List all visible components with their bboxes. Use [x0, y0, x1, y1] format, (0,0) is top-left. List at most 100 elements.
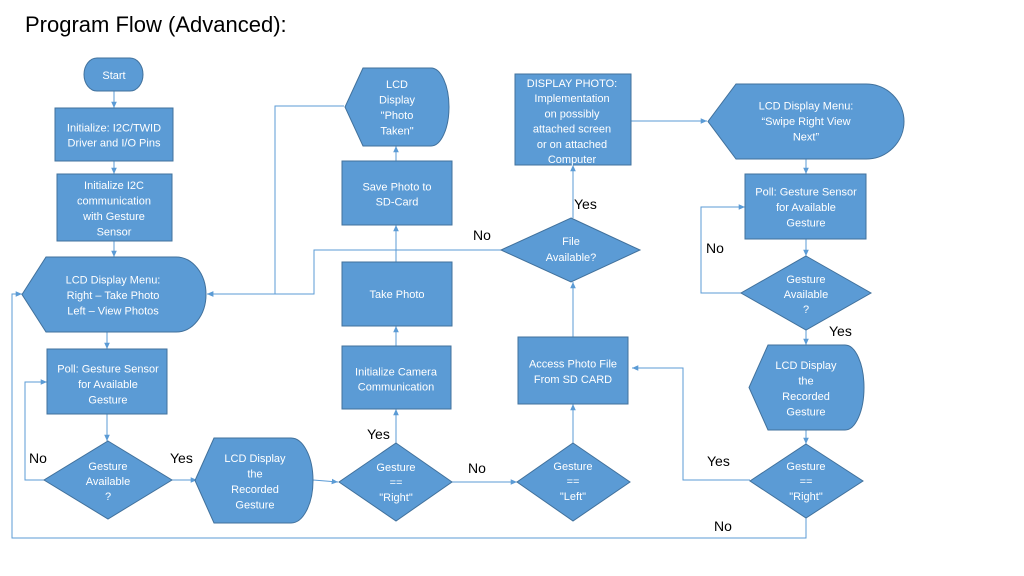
avail1-line: ?	[105, 491, 111, 503]
connectors	[11, 91, 809, 539]
right2-line: ==	[800, 476, 813, 488]
init-cam-line: Initialize Camera	[355, 367, 438, 379]
lcd-rec2-line: LCD Display	[775, 360, 837, 372]
init-comm-line: Sensor	[97, 226, 132, 238]
avail1-line: Available	[86, 476, 130, 488]
save-photo-line: SD-Card	[376, 197, 419, 209]
poll1-line: Poll: Gesture Sensor	[57, 364, 159, 376]
connector-file-no	[207, 249, 501, 297]
display-photo-line: attached screen	[533, 124, 611, 136]
init-comm-line: with Gesture	[82, 211, 145, 223]
no-avail1-label: No	[29, 450, 47, 466]
access-process	[517, 336, 629, 405]
lcd-rec2-line: Recorded	[782, 391, 830, 403]
left1-line: Gesture	[553, 461, 592, 473]
no-file-label: No	[473, 227, 491, 243]
menu1-display	[21, 256, 207, 333]
access-line: From SD CARD	[534, 374, 612, 386]
photo-taken-line: "Photo	[381, 110, 414, 122]
poll2-line: for Available	[776, 202, 836, 214]
connector-avail1-no	[24, 379, 47, 481]
avail1-line: Gesture	[88, 461, 127, 473]
poll1-process	[46, 348, 168, 415]
avail2-line: ?	[803, 304, 809, 316]
init-comm-line: communication	[77, 195, 151, 207]
display-photo-line: Implementation	[534, 93, 609, 105]
left1-decision	[516, 442, 631, 522]
left1-label: Gesture == "Left"	[553, 461, 592, 503]
avail2-decision	[739, 255, 873, 331]
file-avail-line: Available?	[546, 252, 597, 264]
right1-decision	[338, 442, 453, 522]
init-i2c-process	[54, 107, 174, 162]
left1-line: "Left"	[560, 491, 586, 503]
file-avail-line: File	[562, 236, 580, 248]
right1-line: "Right"	[379, 492, 413, 504]
display-photo-line: DISPLAY PHOTO:	[527, 78, 617, 90]
save-photo-label: Save Photo to SD-Card	[362, 182, 431, 209]
lcd-rec1-line: LCD Display	[224, 453, 286, 465]
node-shapes	[21, 57, 905, 524]
file-avail-decision	[499, 217, 642, 283]
connector-right2-no	[11, 291, 807, 539]
save-photo-line: Save Photo to	[362, 182, 431, 194]
poll2-line: Poll: Gesture Sensor	[755, 187, 857, 199]
photo-taken-line: Taken"	[380, 125, 413, 137]
yes-file-label: Yes	[574, 196, 597, 212]
connector-phototaken-menu	[207, 105, 344, 297]
yes-right1-label: Yes	[367, 426, 390, 442]
init-i2c-line: Driver and I/O Pins	[68, 138, 161, 150]
init-i2c-line: Initialize: I2C/TWID	[67, 123, 161, 135]
right2-line: "Right"	[789, 491, 823, 503]
lcd-rec1-line: the	[247, 468, 262, 480]
no-avail2-label: No	[706, 240, 724, 256]
start-terminator	[83, 57, 144, 92]
lcd-rec2-line: the	[798, 375, 813, 387]
take-photo-label: Take Photo	[369, 289, 424, 301]
photo-taken-display	[344, 67, 450, 147]
avail2-line: Gesture	[786, 274, 825, 286]
yes-avail1-label: Yes	[170, 450, 193, 466]
page-title: Program Flow (Advanced):	[25, 12, 287, 37]
lcd-rec1-line: Gesture	[235, 499, 274, 511]
init-cam-line: Communication	[358, 382, 434, 394]
right1-line: ==	[390, 477, 403, 489]
poll1-line: for Available	[78, 379, 138, 391]
menu2-line: Next”	[793, 132, 820, 144]
menu2-display	[707, 83, 905, 160]
node-labels: Start Initialize: I2C/TWID Driver and I/O…	[57, 70, 857, 511]
access-line: Access Photo File	[529, 358, 617, 370]
menu2-line: LCD Display Menu:	[759, 101, 854, 113]
poll2-line: Gesture	[786, 218, 825, 230]
display-photo-process	[514, 73, 632, 166]
lcd-rec2-display	[748, 344, 865, 431]
avail1-decision	[43, 440, 173, 520]
right1-label: Gesture=="Right"	[376, 462, 415, 504]
start-label: Start	[102, 70, 125, 82]
menu2-line: “Swipe Right View	[761, 116, 850, 128]
no-right1-label: No	[468, 460, 486, 476]
right2-decision	[749, 443, 864, 519]
display-photo-label: DISPLAY PHOTO: Implementation on possibly a…	[527, 78, 617, 166]
photo-taken-line: LCD	[386, 79, 408, 91]
poll2-process	[744, 173, 867, 240]
left1-line: ==	[567, 476, 580, 488]
display-photo-line: on possibly	[544, 108, 600, 120]
menu1-line: Right – Take Photo	[67, 290, 160, 302]
menu1-line: Left – View Photos	[67, 306, 159, 318]
init-comm-line: Initialize I2C	[84, 180, 144, 192]
lcd-rec1-display	[194, 437, 314, 524]
menu1-line: LCD Display Menu:	[66, 275, 161, 287]
avail2-line: Available	[784, 289, 828, 301]
